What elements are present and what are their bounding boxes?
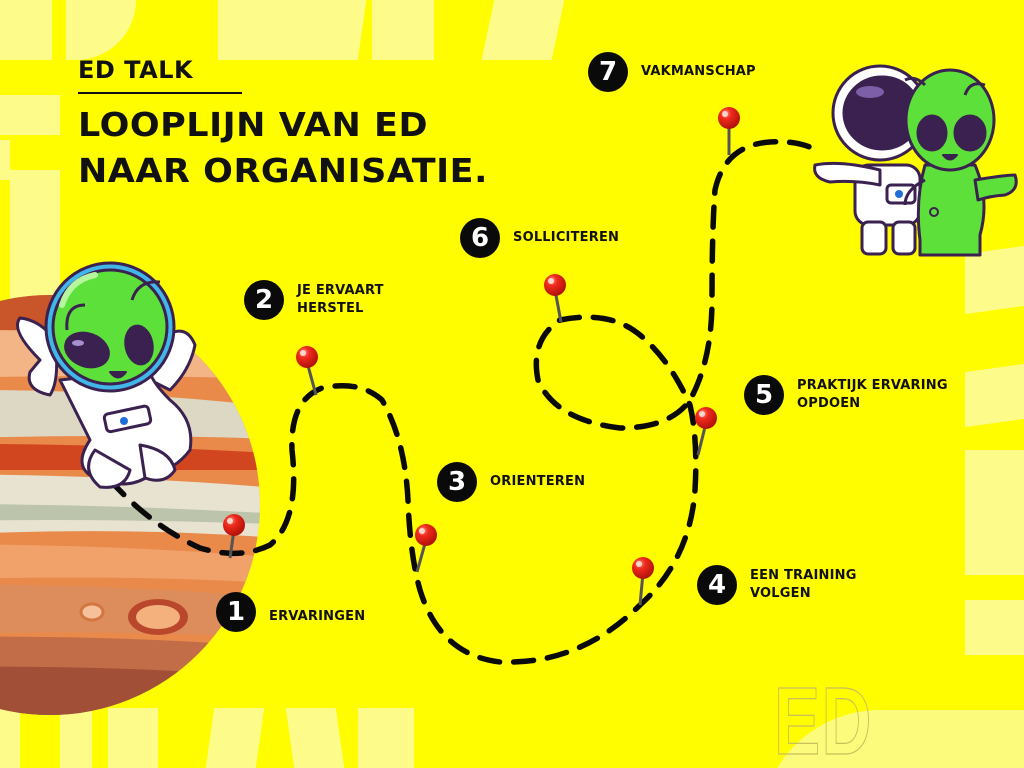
step-6: 6 SOLLICITEREN: [460, 218, 619, 258]
step-label: ORIENTEREN: [490, 474, 586, 489]
step-number-badge: 1: [216, 592, 256, 632]
map-pin-icon: [296, 346, 318, 396]
dashed-path: [107, 138, 823, 665]
map-pin-icon: [718, 107, 740, 155]
map-pin-icon: [632, 557, 654, 606]
map-pin-icon: [223, 514, 245, 559]
page-title: LOOPLIJN VAN ED NAAR ORGANISATIE.: [78, 102, 488, 194]
step-label: SOLLICITEREN: [513, 230, 620, 245]
step-7: 7 VAKMANSCHAP: [588, 52, 756, 92]
map-pin-icon: [544, 274, 566, 323]
step-label: EEN TRAINING VOLGEN: [750, 568, 857, 601]
alien-astronaut-floating-icon: [16, 261, 197, 489]
step-4: 4 EEN TRAINING VOLGEN: [697, 565, 857, 605]
watermark-text: ED TALK: [774, 668, 873, 768]
step-number-badge: 4: [697, 565, 737, 605]
step-number-badge: 7: [588, 52, 628, 92]
step-label: PRAKTIJK ERVARING OPDOEN: [797, 378, 948, 411]
map-pin-icon: [415, 524, 437, 573]
step-5: 5 PRAKTIJK ERVARING OPDOEN: [744, 375, 948, 415]
step-number-badge: 3: [437, 462, 477, 502]
header-tag: ED TALK: [78, 56, 194, 84]
step-2: 2 JE ERVAART HERSTEL: [244, 280, 384, 320]
header-divider: [78, 92, 242, 94]
step-number-badge: 2: [244, 280, 284, 320]
step-number-badge: 5: [744, 375, 784, 415]
astronaut-and-alien-waving-icon: [813, 64, 1018, 257]
map-pin-icon: [695, 407, 717, 456]
step-1: 1 ERVARINGEN: [216, 592, 365, 632]
step-number-badge: 6: [460, 218, 500, 258]
step-label: JE ERVAART HERSTEL: [297, 283, 384, 316]
step-3: 3 ORIENTEREN: [437, 462, 585, 502]
title-line-1: LOOPLIJN VAN ED: [78, 105, 429, 144]
step-label: VAKMANSCHAP: [641, 64, 756, 79]
step-label: ERVARINGEN: [269, 609, 366, 624]
title-line-2: NAAR ORGANISATIE.: [78, 151, 488, 190]
